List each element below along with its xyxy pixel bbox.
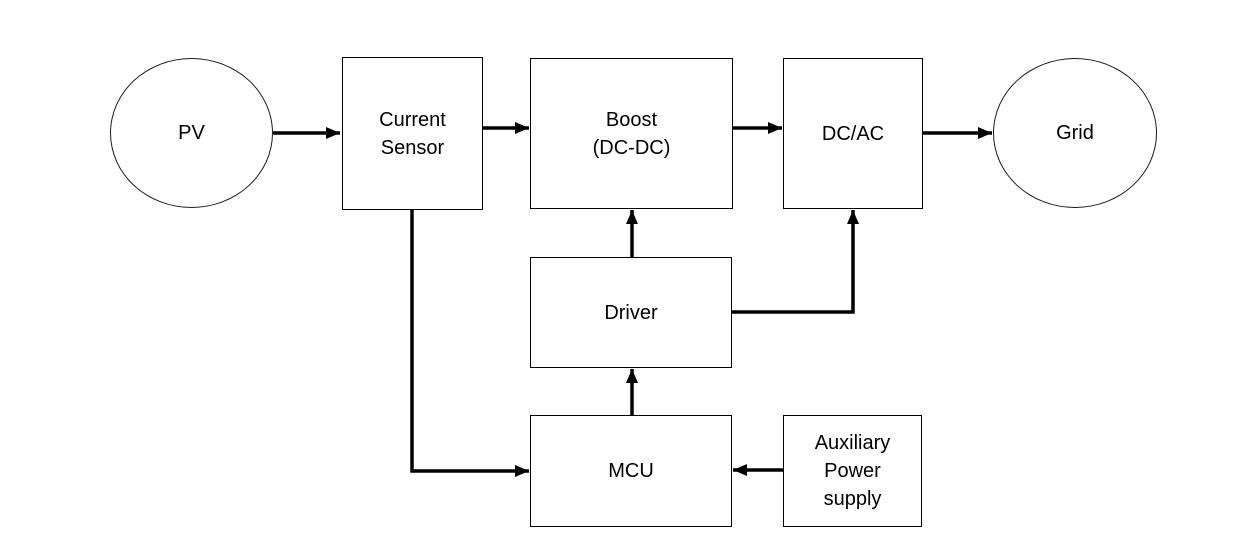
node-pv: PV bbox=[110, 58, 273, 208]
arrow-driver-to-dc-ac bbox=[732, 210, 859, 314]
node-pv-label: PV bbox=[178, 122, 205, 144]
node-current-sensor: Current Sensor bbox=[342, 57, 483, 210]
node-mcu: MCU bbox=[530, 415, 732, 527]
node-grid: Grid bbox=[993, 58, 1157, 208]
node-current-sensor-label: Current Sensor bbox=[379, 108, 446, 159]
node-driver: Driver bbox=[530, 257, 732, 368]
node-dc-ac-label: DC/AC bbox=[821, 122, 885, 145]
node-driver-label: Driver bbox=[604, 301, 658, 324]
node-grid-label: Grid bbox=[1056, 122, 1094, 144]
node-aux-power: Auxiliary Power supply bbox=[783, 415, 922, 527]
arrow-current-sensor-to-mcu bbox=[410, 210, 529, 477]
node-dc-ac: DC/AC bbox=[783, 58, 923, 209]
node-aux-power-label: Auxiliary Power supply bbox=[814, 432, 891, 510]
node-boost: Boost (DC-DC) bbox=[530, 58, 733, 209]
node-boost-label: Boost (DC-DC) bbox=[592, 108, 671, 159]
node-mcu-label: MCU bbox=[608, 460, 654, 482]
